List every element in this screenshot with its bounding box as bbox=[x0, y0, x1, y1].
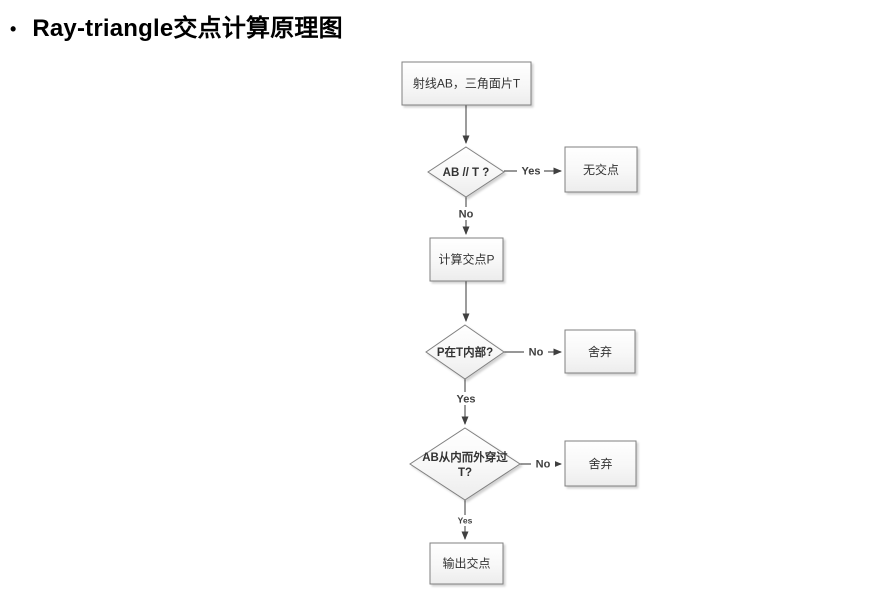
edge-label-bg bbox=[454, 207, 478, 220]
through-check-label-line2: T? bbox=[458, 467, 472, 479]
edge-label-no-2: No bbox=[529, 347, 544, 359]
start-node-label: 射线AB，三角面片T bbox=[413, 76, 521, 91]
edge-label-no-1: No bbox=[459, 209, 474, 221]
discard-node-1 bbox=[564, 329, 636, 374]
discard-node-2-label: 舍弃 bbox=[588, 456, 612, 471]
slide-title-row: • Ray-triangle交点计算原理图 bbox=[10, 14, 343, 44]
no-intersection-node bbox=[564, 146, 638, 193]
through-check-diamond bbox=[409, 427, 521, 501]
edge-label-bg bbox=[524, 345, 548, 358]
parallel-check-label: AB // T ? bbox=[443, 167, 490, 179]
no-intersection-label: 无交点 bbox=[583, 162, 619, 177]
compute-p-label: 计算交点P bbox=[438, 252, 494, 267]
edge-label-bg bbox=[455, 515, 475, 526]
output-node-label: 输出交点 bbox=[442, 556, 490, 571]
edge-label-yes-2: Yes bbox=[457, 394, 476, 406]
start-node bbox=[401, 61, 532, 106]
through-check-label-line1: AB从内而外穿过 bbox=[422, 450, 508, 464]
inside-check-label: P在T内部? bbox=[437, 345, 493, 359]
output-node bbox=[429, 542, 504, 585]
edge-label-bg bbox=[452, 392, 480, 405]
edge-label-yes-3: Yes bbox=[458, 516, 473, 526]
edge-label-yes-1: Yes bbox=[522, 166, 541, 178]
edge-label-no-3: No bbox=[536, 459, 551, 471]
page-title: Ray-triangle交点计算原理图 bbox=[32, 15, 343, 42]
discard-node-1-label: 舍弃 bbox=[588, 344, 612, 359]
bullet-icon: • bbox=[10, 19, 17, 39]
edge-label-bg bbox=[531, 457, 555, 470]
parallel-check-diamond bbox=[427, 146, 505, 198]
compute-p-node bbox=[429, 237, 504, 282]
inside-check-diamond bbox=[425, 324, 505, 380]
edge-label-bg bbox=[517, 164, 544, 177]
discard-node-2 bbox=[564, 440, 637, 487]
